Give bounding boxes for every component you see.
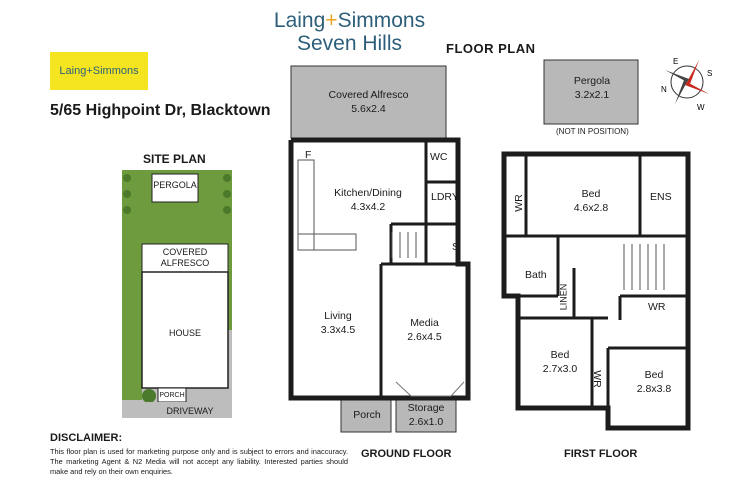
alfresco-name: Covered Alfresco xyxy=(328,89,409,101)
bed2-name: Bed xyxy=(550,349,570,361)
alfresco-label: Covered Alfresco 5.6x2.4 xyxy=(291,88,446,116)
kitchen-size: 4.3x4.2 xyxy=(350,201,386,213)
brand-plus: + xyxy=(325,9,338,32)
bed2-label: Bed 2.7x3.0 xyxy=(530,348,590,376)
first-stairs xyxy=(623,244,665,290)
fridge-label: F xyxy=(305,149,312,161)
media-size: 2.6x4.5 xyxy=(407,331,442,343)
site-label-covered: COVERED xyxy=(162,247,208,257)
bed3-size: 2.8x3.8 xyxy=(636,383,672,395)
bath-label: Bath xyxy=(525,269,547,281)
laundry-label: LDRY xyxy=(431,191,459,203)
site-plan-title: SITE PLAN xyxy=(143,152,206,166)
linen-label: LINEN xyxy=(558,283,569,311)
compass-icon: E S N W xyxy=(661,57,712,112)
compass-s: S xyxy=(707,69,712,78)
brand-name-part1: Laing xyxy=(273,9,326,32)
media-name: Media xyxy=(410,317,439,329)
wc-label: WC xyxy=(430,151,448,163)
bed1-name: Bed xyxy=(581,188,601,200)
property-address: 5/65 Highpoint Dr, Blacktown xyxy=(50,102,271,119)
stairs xyxy=(391,232,417,258)
living-label: Living 3.3x4.5 xyxy=(303,309,373,337)
brand-name-part2: Simmons xyxy=(337,9,426,32)
stair-label: S xyxy=(452,241,460,253)
first-floor-title: FIRST FLOOR xyxy=(564,448,638,460)
ground-floor-title: GROUND FLOOR xyxy=(361,448,452,460)
compass-w: W xyxy=(697,103,705,112)
disclaimer-title: DISCLAIMER: xyxy=(50,432,123,444)
ens-label: ENS xyxy=(650,191,672,203)
brand-heading: Laing+Simmons Seven Hills xyxy=(272,9,427,56)
porch-area xyxy=(340,397,392,433)
living-size: 3.3x4.5 xyxy=(320,324,356,336)
compass-n: N xyxy=(661,85,667,94)
kitchen-bench xyxy=(297,159,357,251)
site-label-alfresco: ALFRESCO xyxy=(160,258,210,268)
compass-e: E xyxy=(673,57,678,66)
site-tree xyxy=(142,389,156,403)
bed3-name: Bed xyxy=(644,369,664,381)
alfresco-area xyxy=(290,65,447,139)
site-label-porch: PORCH xyxy=(159,392,185,399)
pergola-area xyxy=(543,59,639,125)
logo-text-b: Simmons xyxy=(92,65,139,77)
agency-logo: Laing+Simmons xyxy=(50,52,148,90)
storage-size: 2.6x1.0 xyxy=(408,416,444,428)
lawn-strip xyxy=(122,330,142,400)
site-plan-drawing xyxy=(122,170,232,418)
logo-text-a: Laing xyxy=(59,65,87,77)
media-label: Media 2.6x4.5 xyxy=(387,316,462,344)
wr2-label: WR xyxy=(648,301,666,313)
wr1-label: WR xyxy=(512,194,525,212)
porch-label: Porch xyxy=(353,409,381,421)
kitchen-label: Kitchen/Dining 4.3x4.2 xyxy=(318,186,418,214)
site-house xyxy=(141,271,229,389)
bed3-label: Bed 2.8x3.8 xyxy=(624,368,684,396)
site-label-driveway: DRIVEWAY xyxy=(166,406,214,416)
bed1-size: 4.6x2.8 xyxy=(573,202,609,214)
logo-plus: + xyxy=(86,65,93,77)
pergola-note: (NOT IN POSITION) xyxy=(556,127,629,136)
bed1-label: Bed 4.6x2.8 xyxy=(556,187,626,215)
pergola-name: Pergola xyxy=(573,75,611,87)
first-floor-plan xyxy=(501,59,691,431)
alfresco-size: 5.6x2.4 xyxy=(351,103,386,115)
site-driveway xyxy=(122,402,232,418)
living-name: Living xyxy=(324,310,352,322)
storage-area xyxy=(395,397,457,433)
ground-floor-plan xyxy=(288,65,471,433)
brand-office: Seven Hills xyxy=(296,32,403,55)
ground-inner-walls xyxy=(379,140,468,398)
shrub-row xyxy=(123,174,231,214)
storage-name: Storage xyxy=(407,402,445,414)
disclaimer-text: This floor plan is used for marketing pu… xyxy=(50,447,348,476)
site-label-house: HOUSE xyxy=(168,328,201,338)
first-inner-walls xyxy=(504,154,688,408)
media-bay xyxy=(395,381,465,397)
bed2-size: 2.7x3.0 xyxy=(542,363,578,375)
site-label-pergola: PERGOLA xyxy=(153,180,197,190)
storage-label: Storage 2.6x1.0 xyxy=(396,401,456,429)
site-pergola xyxy=(151,173,199,203)
floor-plan-title: FLOOR PLAN xyxy=(446,41,536,56)
pergola-size: 3.2x2.1 xyxy=(574,89,610,101)
kitchen-name: Kitchen/Dining xyxy=(334,187,402,199)
pergola-label: Pergola 3.2x2.1 xyxy=(548,74,636,102)
wr3-label: WR xyxy=(590,370,603,388)
